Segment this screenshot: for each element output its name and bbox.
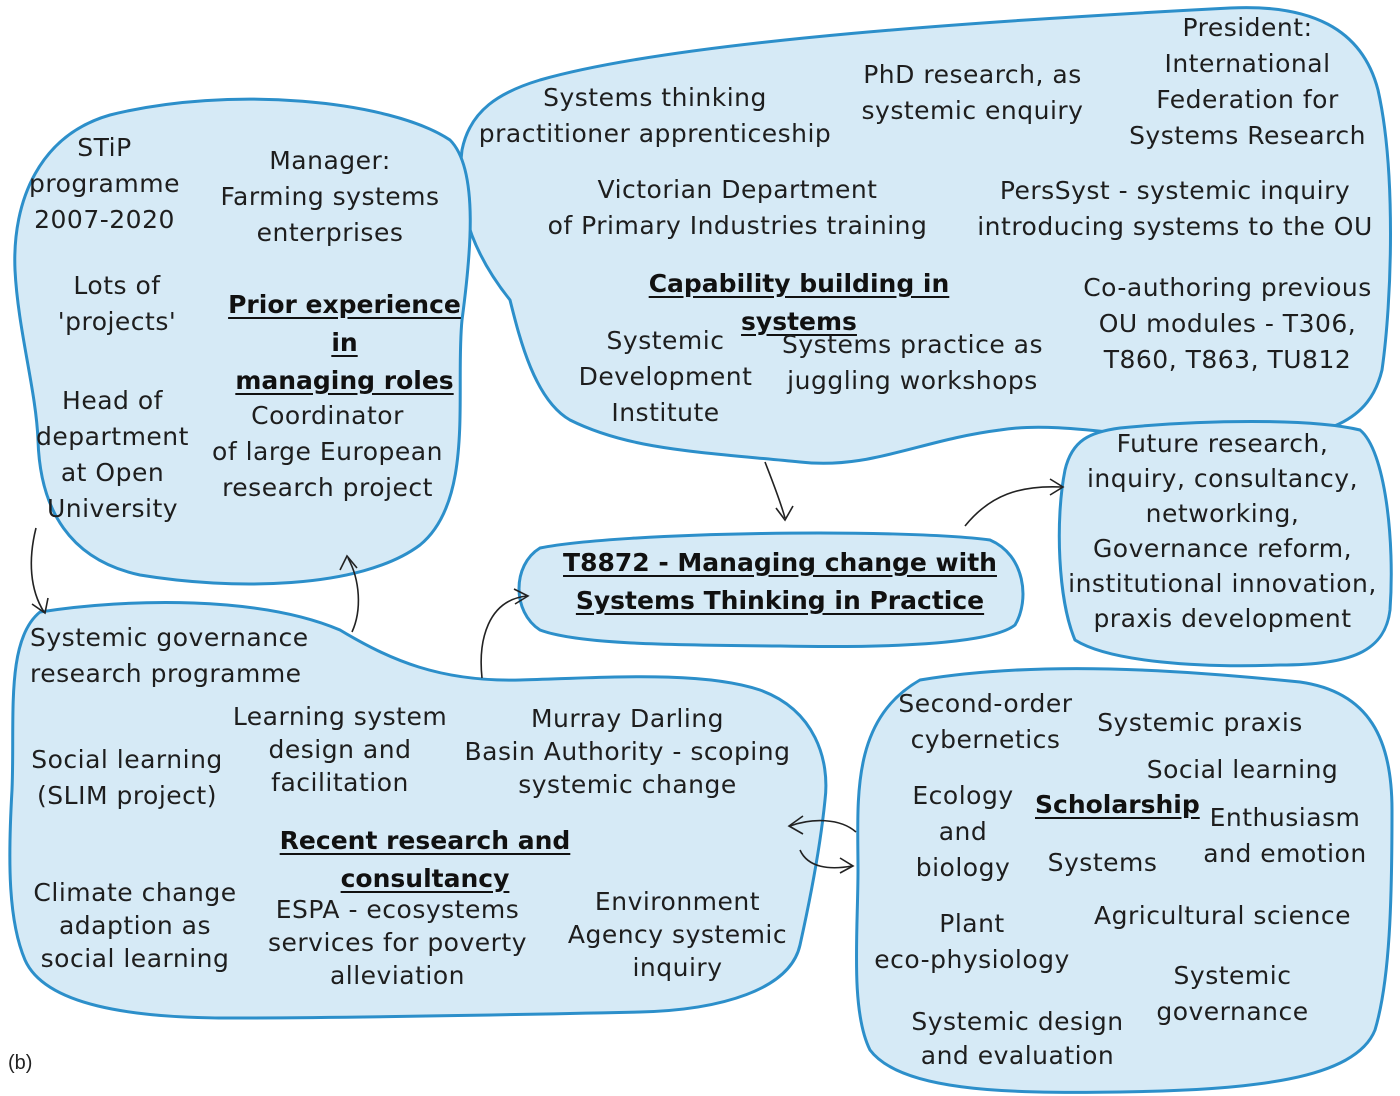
future-text: Future research, inquiry, consultancy, n… [1068,429,1377,633]
capability-item-phd: PhD research, as systemic enquiry [861,60,1084,125]
prior-item-coordinator: Coordinator of large European research p… [212,401,443,502]
arrow-center-to-future [964,478,1065,527]
scholarship-item-ecology: Ecology and biology [912,781,1014,882]
recent-heading: Recent research and consultancy [279,826,571,893]
capability-item-sdi: Systemic Development Institute [578,326,753,427]
scholarship-heading: Scholarship [1035,790,1200,819]
capability-item-president: President: International Federation for … [1129,13,1366,150]
center-title: T8872 - Managing change with Systems Thi… [563,548,997,615]
scholarship-cloud [854,667,1394,1094]
capability-item-coauthoring: Co-authoring previous OU modules - T306,… [1083,273,1372,374]
capability-item-apprenticeship: Systems thinking practitioner apprentice… [478,83,832,148]
prior-item-head-department: Head of department at Open University [36,386,189,523]
capability-heading: Capability building in systems [648,269,950,336]
recent-item-murray-darling: Murray Darling Basin Authority - scoping… [464,704,791,799]
scholarship-item-systemic-governance: Systemic governance [1156,961,1309,1026]
recent-item-social-learning-slim: Social learning (SLIM project) [31,745,223,810]
arrow-recent-to-center [480,588,530,679]
scholarship-item-plant-physiology: Plant eco-physiology [874,909,1070,974]
scholarship-item-systems: Systems [1047,848,1158,877]
recent-item-systemic-governance: Systemic governance research programme [30,623,309,688]
recent-research-cloud [8,601,828,1020]
recent-item-environment-agency: Environment Agency systemic inquiry [567,887,788,982]
recent-item-learning-system: Learning system design and facilitation [232,702,448,797]
arrow-scholarship-to-recent [787,815,857,835]
scholarship-item-cybernetics: Second-order cybernetics [898,689,1073,754]
future-cloud [1057,420,1393,668]
prior-item-projects: Lots of 'projects' [57,271,177,336]
scholarship-item-systemic-praxis: Systemic praxis [1097,708,1303,737]
recent-item-climate-change: Climate change adaption as social learni… [33,878,237,973]
capability-item-victorian: Victorian Department of Primary Industri… [547,175,928,240]
arrow-recent-to-scholarship [799,849,855,874]
prior-heading: Prior experience in managing roles [228,290,461,395]
recent-item-espa: ESPA - ecosystems services for poverty a… [267,895,528,990]
capability-item-perssyst: PersSyst - systemic inquiry introducing … [977,176,1373,241]
prior-experience-cloud [13,97,472,586]
scholarship-item-enthusiasm: Enthusiasm and emotion [1203,803,1367,868]
prior-item-stip: STiP programme 2007-2020 [29,133,180,234]
arrow-capability-to-center [764,461,794,522]
scholarship-item-systemic-design: Systemic design and evaluation [911,1007,1124,1070]
arrow-recent-to-prior [339,554,360,633]
prior-item-manager: Manager: Farming systems enterprises [220,146,440,247]
scholarship-item-social-learning: Social learning [1146,755,1339,784]
capability-item-juggling: Systems practice as juggling workshops [781,330,1044,395]
scholarship-item-agricultural-science: Agricultural science [1094,901,1351,930]
figure-label: (b) [8,1052,33,1074]
center-cloud [517,531,1025,649]
arrow-prior-to-recent [30,527,49,615]
